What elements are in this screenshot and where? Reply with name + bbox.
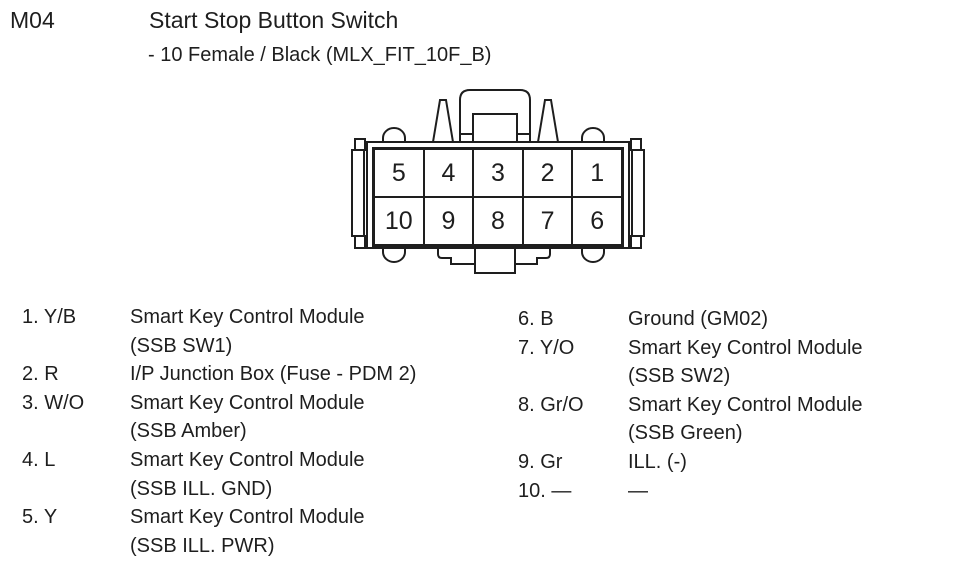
pin-description: I/P Junction Box (Fuse - PDM 2) xyxy=(130,360,502,389)
pin-entry-4: 4. L Smart Key Control Module (SSB ILL. GN… xyxy=(22,446,502,503)
pin-number-and-wire-color: 8. Gr/O xyxy=(518,393,584,416)
description-line: Smart Key Control Module xyxy=(130,391,365,414)
pin-description: Ground (GM02) xyxy=(628,305,943,334)
pin-table-left-column: 1. Y/B Smart Key Control Module (SSB SW1) 2… xyxy=(22,303,502,560)
keying-tab-left-icon xyxy=(432,99,454,143)
connector-side-rail-right-icon xyxy=(630,138,645,249)
pin-description: — xyxy=(628,477,943,506)
bottom-center-tab-icon xyxy=(437,247,551,274)
pin-cell-2: 2 xyxy=(522,149,573,197)
pin-entry-3: 3. W/O Smart Key Control Module (SSB Amber… xyxy=(22,389,502,446)
pin-number-and-wire-color: 3. W/O xyxy=(22,391,85,414)
pin-number-and-wire-color: 6. B xyxy=(518,308,554,330)
pin-cell-8: 8 xyxy=(473,197,523,245)
mounting-bump-top-right-icon xyxy=(581,127,605,142)
description-line: — xyxy=(628,479,648,502)
description-line: (SSB SW2) xyxy=(628,365,731,388)
connector-latch-icon xyxy=(459,89,531,143)
pin-description: Smart Key Control Module (SSB Green) xyxy=(628,391,943,448)
pin-entry-2: 2. R I/P Junction Box (Fuse - PDM 2) xyxy=(22,360,502,389)
pin-description: Smart Key Control Module (SSB ILL. PWR) xyxy=(130,503,502,560)
pin-description: Smart Key Control Module (SSB SW1) xyxy=(130,303,502,360)
pin-entry-5: 5. Y Smart Key Control Module (SSB ILL. PW… xyxy=(22,503,502,560)
pin-number-and-wire-color: 2. R xyxy=(22,363,59,386)
description-line: I/P Junction Box (Fuse - PDM 2) xyxy=(130,363,417,386)
pin-table-right-column: 6. B Ground (GM02) 7. Y/O Smart Key Control… xyxy=(518,305,943,505)
keying-tab-right-icon xyxy=(537,99,559,143)
connector-side-rail-left-icon xyxy=(351,138,366,249)
description-line: (SSB ILL. GND) xyxy=(130,477,273,500)
connector-id: M04 xyxy=(10,7,55,33)
pin-entry-10: 10. — — xyxy=(518,477,943,506)
pin-entry-1: 1. Y/B Smart Key Control Module (SSB SW1) xyxy=(22,303,502,360)
pin-description: Smart Key Control Module (SSB Amber) xyxy=(130,389,502,446)
pin-number-and-wire-color: 4. L xyxy=(22,448,56,471)
mounting-bump-bottom-left-icon xyxy=(382,248,406,263)
description-line: (SSB Amber) xyxy=(130,420,247,443)
pin-description: Smart Key Control Module (SSB SW2) xyxy=(628,334,943,391)
mounting-bump-bottom-right-icon xyxy=(581,248,605,263)
pin-entry-7: 7. Y/O Smart Key Control Module (SSB SW2) xyxy=(518,334,943,391)
description-line: Smart Key Control Module xyxy=(130,448,365,471)
pin-cell-10: 10 xyxy=(374,197,424,245)
pin-number-and-wire-color: 5. Y xyxy=(22,506,58,529)
pin-cell-7: 7 xyxy=(522,197,573,245)
pin-entry-6: 6. B Ground (GM02) xyxy=(518,305,943,334)
pin-description: Smart Key Control Module (SSB ILL. GND) xyxy=(130,446,502,503)
description-line: (SSB SW1) xyxy=(130,334,233,357)
pin-cell-5: 5 xyxy=(374,149,424,197)
pin-number-and-wire-color: 1. Y/B xyxy=(22,306,77,328)
pin-cell-6: 6 xyxy=(572,197,622,245)
description-line: Smart Key Control Module xyxy=(130,506,365,529)
mounting-bump-top-left-icon xyxy=(382,127,406,142)
description-line: Smart Key Control Module xyxy=(628,336,863,359)
pin-cell-1: 1 xyxy=(572,149,622,197)
pin-cell-3: 3 xyxy=(473,149,523,197)
pin-number-and-wire-color: 7. Y/O xyxy=(518,336,575,359)
pin-entry-9: 9. Gr ILL. (-) xyxy=(518,448,943,477)
description-line: Smart Key Control Module xyxy=(130,306,365,328)
pin-description: ILL. (-) xyxy=(628,448,943,477)
connector-subtitle: - 10 Female / Black (MLX_FIT_10F_B) xyxy=(148,44,492,66)
pin-number-and-wire-color: 9. Gr xyxy=(518,450,563,473)
description-line: (SSB Green) xyxy=(628,422,743,445)
description-line: ILL. (-) xyxy=(628,450,687,473)
description-line: Smart Key Control Module xyxy=(628,393,863,416)
pin-number-and-wire-color: 10. — xyxy=(518,479,572,502)
pin-cell-9: 9 xyxy=(423,197,474,245)
pin-cell-4: 4 xyxy=(423,149,474,197)
page-title: Start Stop Button Switch xyxy=(149,7,399,33)
pin-entry-8: 8. Gr/O Smart Key Control Module (SSB Gree… xyxy=(518,391,943,448)
description-line: (SSB ILL. PWR) xyxy=(130,534,275,557)
description-line: Ground (GM02) xyxy=(628,308,769,330)
